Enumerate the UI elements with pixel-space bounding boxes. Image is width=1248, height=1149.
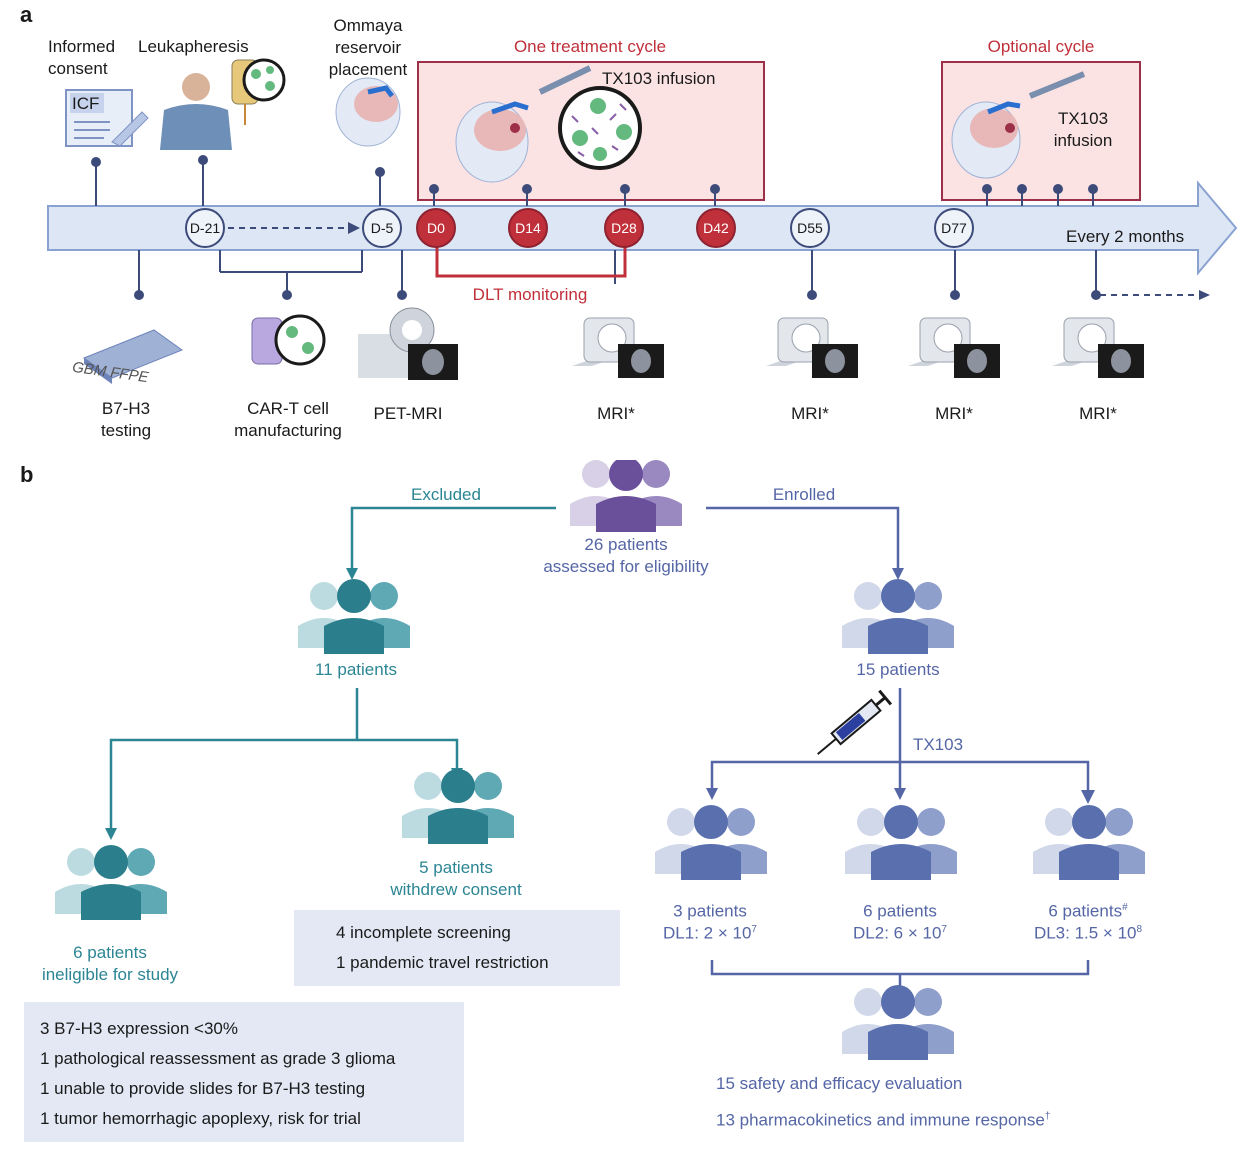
treatment-cycle-title: One treatment cycle — [513, 37, 667, 56]
consent-form-icon — [65, 89, 149, 147]
mri-scanner-icon — [1052, 317, 1144, 378]
timeline-node-d42: D42 — [696, 208, 736, 248]
ineligible-reasons-box: 3 B7-H3 expression <30% 1 pathological r… — [24, 1002, 464, 1142]
leukapheresis-label: Leukapheresis — [138, 37, 249, 56]
dl2-dose: DL2: 6 × 107 — [853, 923, 947, 943]
dlt-bracket — [435, 246, 627, 278]
optional-infusion-head-icon — [951, 71, 1086, 179]
mri-scanner-icons — [572, 317, 1144, 378]
dl3-count: 6 patients# — [1048, 901, 1128, 921]
mri-scanner-icon — [908, 317, 1000, 378]
tx103-infusion-label: TX103 infusion — [602, 69, 716, 88]
excluded-label: Excluded — [411, 485, 481, 504]
pet-mri-label: PET-MRI — [373, 404, 443, 423]
dl1-count: 3 patients — [673, 901, 747, 921]
people-group-icon — [402, 769, 514, 844]
mri-label-2: MRI* — [791, 404, 829, 423]
every-2-months-label: Every 2 months — [1066, 227, 1185, 246]
timeline-node-d28: D28 — [604, 208, 644, 248]
mri-label-4: MRI* — [1079, 404, 1117, 423]
people-group-icon — [55, 845, 167, 920]
ineligible-reason: 1 tumor hemorrhagic apoplexy, risk for t… — [40, 1109, 361, 1128]
timeline-node-d14: D14 — [508, 208, 548, 248]
panel-b-label: b — [20, 462, 34, 487]
timeline-node-d55: D55 — [790, 208, 830, 248]
timeline-node-d77: D77 — [934, 208, 974, 248]
mri-scanner-icon — [766, 317, 858, 378]
optional-cycle-title: Optional cycle — [987, 37, 1095, 56]
tx103-label: TX103 — [912, 735, 964, 754]
dl1-dose: DL1: 2 × 107 — [663, 923, 757, 943]
mri-label-1: MRI* — [597, 404, 635, 423]
withdrew-desc: withdrew consent — [390, 880, 522, 899]
syringe-icon — [817, 689, 893, 755]
timeline-node-d-5: D-5 — [362, 208, 402, 248]
evaluation-line-1: 15 safety and efficacy evaluation — [716, 1074, 963, 1093]
blood-bag-icon — [231, 58, 286, 125]
mri-scanner-icon — [572, 317, 664, 378]
ineligible-desc: ineligible for study — [41, 965, 179, 984]
timeline-figure — [47, 58, 1238, 384]
cart-manufacturing-label: CAR-T cell manufacturing — [234, 399, 342, 440]
people-group-icon — [845, 805, 957, 880]
ineligible-reason: 1 unable to provide slides for B7-H3 tes… — [40, 1079, 366, 1098]
enrolled-label: Enrolled — [772, 485, 836, 504]
dlt-monitoring-label: DLT monitoring — [440, 284, 620, 306]
slide-icon — [82, 329, 184, 384]
consent-label: Informed consent — [48, 37, 116, 78]
withdrew-count: 5 patients — [419, 858, 493, 877]
cells-magnifier-icon — [558, 86, 642, 170]
people-group-icon — [298, 579, 410, 654]
withdrew-reasons-box: 4 incomplete screening 1 pandemic travel… — [294, 910, 620, 986]
ineligible-count: 6 patients — [73, 943, 147, 962]
assessed-count: 26 patients — [584, 535, 668, 554]
withdrew-reason: 4 incomplete screening — [336, 923, 511, 942]
assessed-desc: assessed for eligibility — [543, 557, 709, 576]
excluded-total: 11 patients — [315, 660, 397, 679]
infusion-head-icon — [455, 65, 592, 183]
timeline-node-d-21: D-21 — [185, 208, 225, 248]
icf-label: ICF — [72, 94, 100, 113]
panel-a-label: a — [20, 2, 33, 27]
cart-bag-icon — [251, 314, 326, 366]
timeline-node-d0: D0 — [416, 208, 456, 248]
flowchart-lines — [55, 460, 1145, 1060]
evaluation-line-2: 13 pharmacokinetics and immune response† — [716, 1110, 1051, 1130]
mri-label-3: MRI* — [935, 404, 973, 423]
dl2-count: 6 patients — [863, 901, 937, 921]
people-group-icon — [842, 579, 954, 654]
people-group-icon — [570, 460, 682, 532]
head-icon — [335, 77, 401, 147]
ommaya-label: Ommaya reservoir placement — [328, 16, 408, 79]
ineligible-reason: 1 pathological reassessment as grade 3 g… — [40, 1049, 396, 1068]
people-group-icon — [655, 805, 767, 880]
people-group-icon — [842, 985, 954, 1060]
people-group-icon — [1033, 805, 1145, 880]
top-stems — [91, 155, 1098, 206]
pet-mri-scanner-icon — [358, 307, 458, 380]
tx103-infusion-optional-label: TX103 infusion — [1053, 109, 1113, 150]
patient-icon — [160, 73, 232, 150]
ineligible-reason: 3 B7-H3 expression <30% — [40, 1019, 238, 1038]
withdrew-reason: 1 pandemic travel restriction — [336, 953, 549, 972]
dl3-dose: DL3: 1.5 × 108 — [1033, 923, 1143, 943]
b7h3-testing-label: B7-H3 testing — [100, 399, 152, 440]
enrolled-total: 15 patients — [856, 660, 940, 679]
